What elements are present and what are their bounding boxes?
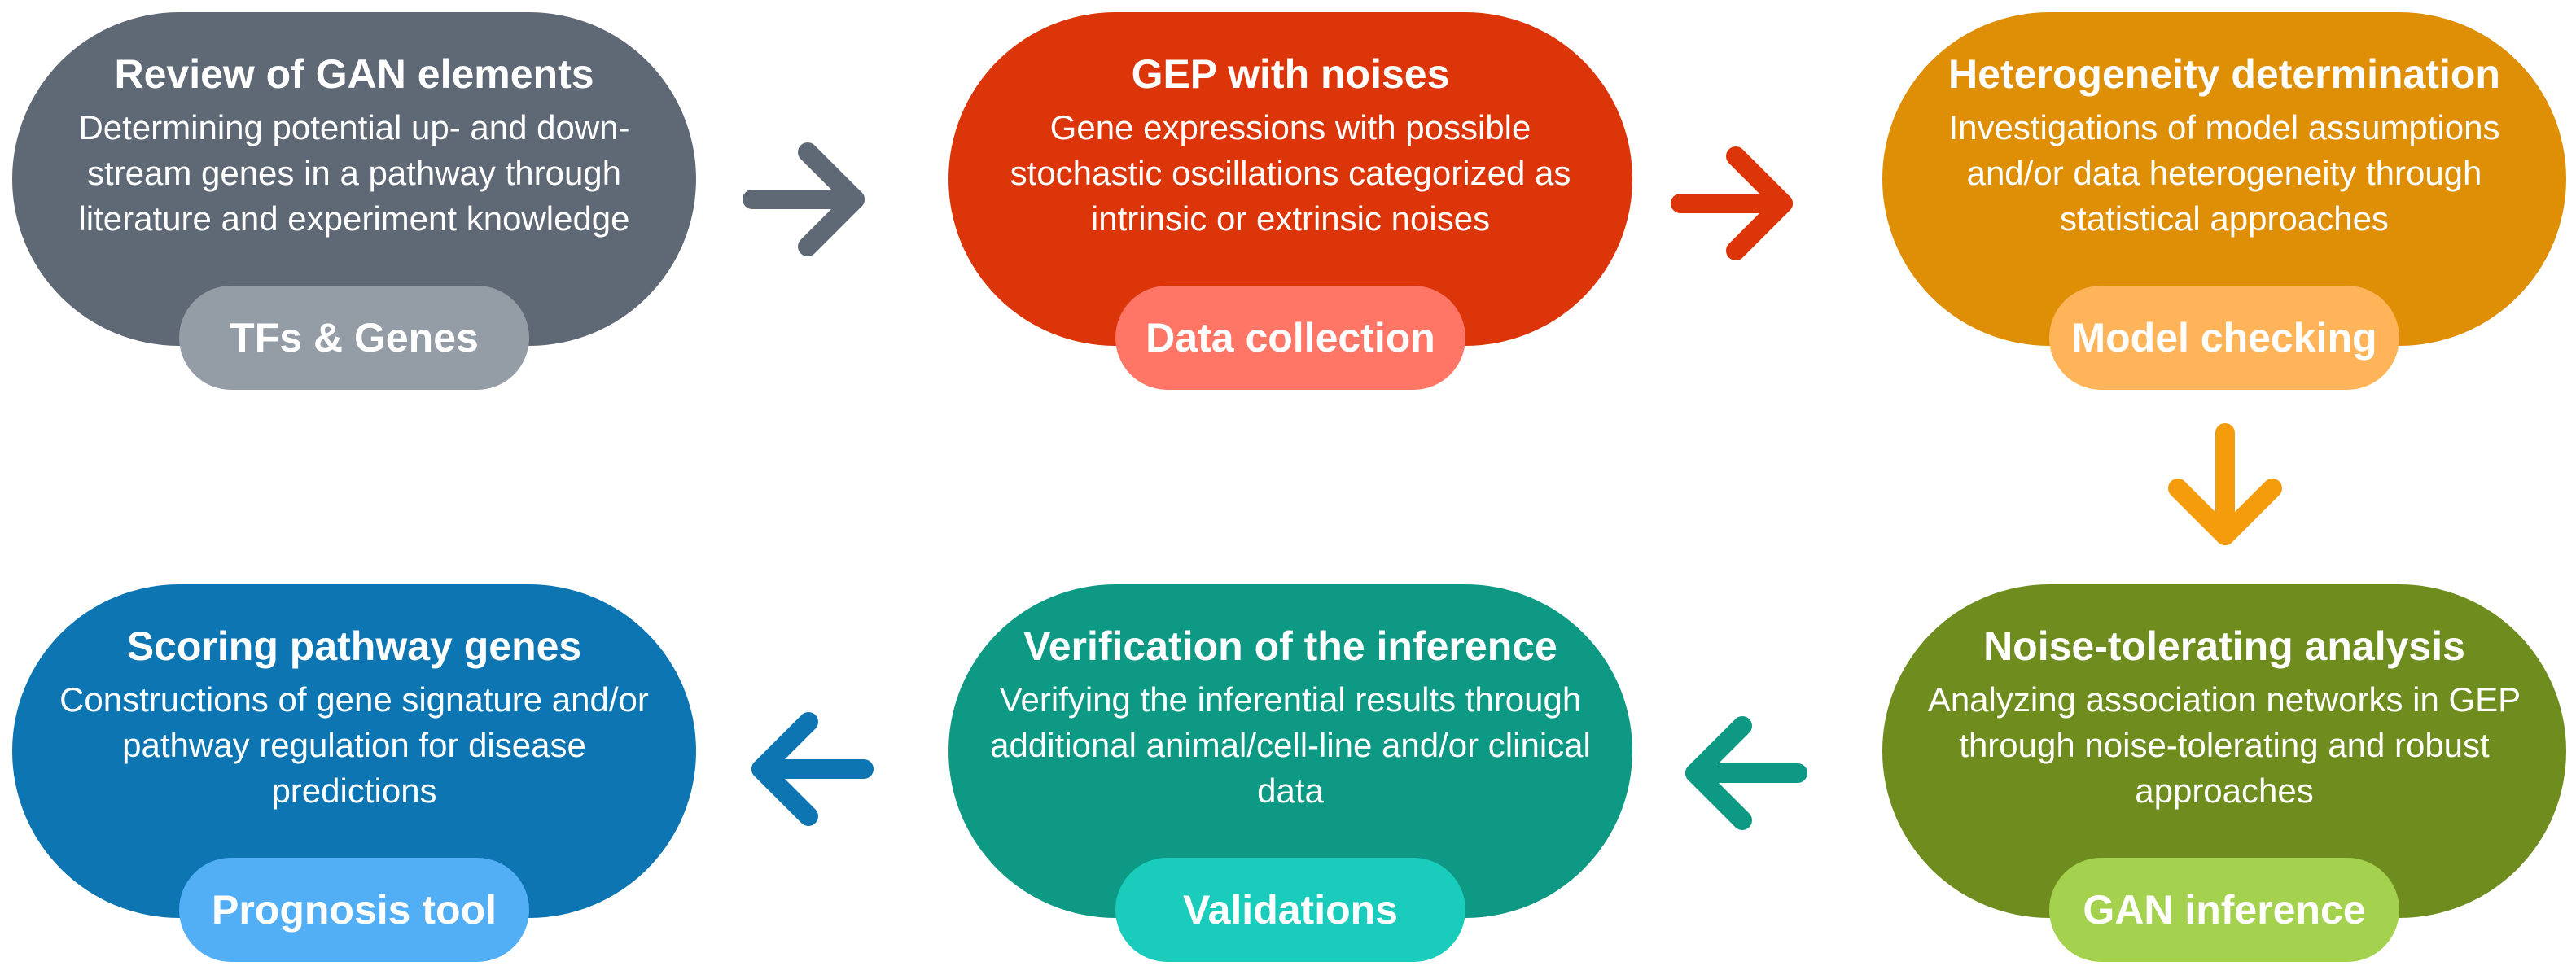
step-gep-noises: GEP with noises Gene expressions with po… — [948, 12, 1632, 390]
step-verification: Verification of the inference Verifying … — [948, 584, 1632, 962]
arrow-left-icon — [745, 708, 875, 830]
step-verification-tag: Validations — [1115, 858, 1465, 962]
step-verification-description: Verifying the inferential results throug… — [990, 680, 1591, 810]
step-heterogeneity-body: Heterogeneity determination Investigatio… — [1882, 12, 2566, 346]
step-gep-noises-body: GEP with noises Gene expressions with po… — [948, 12, 1632, 346]
step-review: Review of GAN elements Determining poten… — [12, 12, 696, 390]
arrow-right-icon — [1669, 142, 1799, 264]
step-review-title: Review of GAN elements — [114, 51, 594, 97]
step-heterogeneity: Heterogeneity determination Investigatio… — [1882, 12, 2566, 390]
step-review-body: Review of GAN elements Determining poten… — [12, 12, 696, 346]
step-noise-tolerating: Noise-tolerating analysis Analyzing asso… — [1882, 584, 2566, 962]
step-heterogeneity-tag: Model checking — [2049, 286, 2399, 390]
step-heterogeneity-description: Investigations of model assumptions and/… — [1948, 108, 2500, 238]
arrow-down-icon — [2164, 422, 2286, 552]
step-scoring-title: Scoring pathway genes — [126, 623, 582, 669]
arrow-right-icon — [741, 138, 871, 260]
step-noise-tolerating-tag: GAN inference — [2049, 858, 2399, 962]
step-gep-noises-title: GEP with noises — [1131, 51, 1450, 97]
step-scoring: Scoring pathway genes Constructions of g… — [12, 584, 696, 962]
step-verification-title: Verification of the inference — [1023, 623, 1557, 669]
step-gep-noises-tag: Data collection — [1115, 286, 1465, 390]
step-review-tag: TFs & Genes — [179, 286, 529, 390]
step-noise-tolerating-title: Noise-tolerating analysis — [1983, 623, 2465, 669]
step-gep-noises-description: Gene expressions with possible stochasti… — [1010, 108, 1571, 238]
arrow-left-icon — [1679, 712, 1809, 834]
step-review-description: Determining potential up- and down-strea… — [78, 108, 630, 238]
step-scoring-description: Constructions of gene signature and/or p… — [59, 680, 649, 810]
step-heterogeneity-title: Heterogeneity determination — [1948, 51, 2500, 97]
step-scoring-tag: Prognosis tool — [179, 858, 529, 962]
step-noise-tolerating-description: Analyzing association networks in GEP th… — [1927, 680, 2521, 810]
